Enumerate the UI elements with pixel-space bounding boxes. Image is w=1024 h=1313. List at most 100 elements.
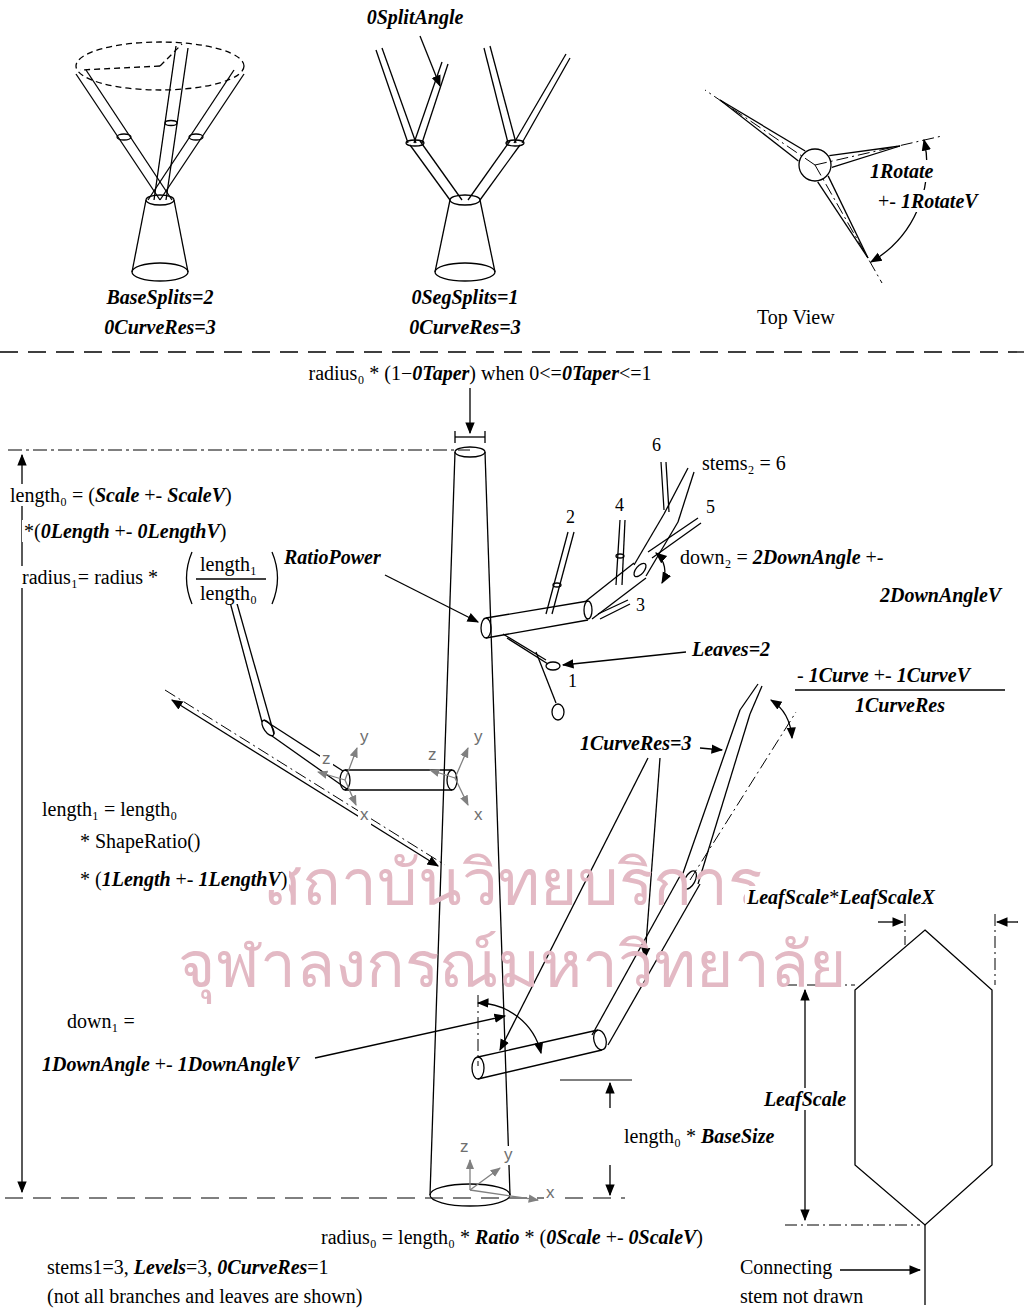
text-run: 5 bbox=[706, 497, 715, 517]
callout-number: 4 bbox=[613, 496, 626, 516]
parameter-name: Levels bbox=[134, 1256, 186, 1278]
formula-label: +- 1RotateV bbox=[876, 190, 980, 212]
parameter-label: 1CurveRes=3 bbox=[578, 732, 693, 754]
text-run: down₂ = bbox=[680, 546, 753, 568]
branch-level1-left bbox=[165, 600, 457, 866]
parameter-label: 1Rotate bbox=[868, 160, 935, 182]
parameter-name: 1RotateV bbox=[901, 190, 978, 212]
parameter-name: Ratio bbox=[475, 1226, 519, 1248]
parameter-name: BaseSplits=2 bbox=[107, 286, 214, 308]
text-run: =1 bbox=[307, 1256, 328, 1278]
parameter-name: 0SegSplits=1 bbox=[412, 286, 519, 308]
axis-arrows bbox=[470, 1160, 538, 1200]
text-run: Top View bbox=[757, 306, 835, 328]
formula-label: stems1=3, Levels=3, 0CurveRes=1 bbox=[45, 1256, 331, 1278]
text-run: *( bbox=[24, 520, 41, 542]
callout-number: 5 bbox=[704, 498, 717, 518]
text-run: +- bbox=[150, 1053, 178, 1075]
note-label: Connecting bbox=[738, 1256, 834, 1278]
formula-label: length₀ * BaseSize bbox=[622, 1125, 776, 1147]
parameter-name: ScaleV bbox=[167, 484, 225, 506]
parameter-name: 1Curve bbox=[809, 664, 869, 686]
parameter-name: 0CurveRes=3 bbox=[104, 316, 215, 338]
axis-label: z bbox=[320, 750, 333, 769]
text-run: สถาบันวิทยบริการ bbox=[263, 846, 762, 920]
text-run: z bbox=[322, 749, 331, 768]
text-run: ) bbox=[225, 484, 232, 506]
axis-label: y bbox=[502, 1146, 515, 1165]
axis-label: x bbox=[358, 806, 371, 825]
text-run: y bbox=[504, 1145, 513, 1164]
base-splits-figure bbox=[76, 42, 244, 281]
parameter-label: 1CurveRes bbox=[853, 694, 947, 716]
axis-label: z bbox=[458, 1138, 471, 1157]
parameter-name: 0Length bbox=[41, 520, 110, 542]
text-run: จุฬาลงกรณ์มหาวิทยาลัย bbox=[178, 928, 847, 1002]
parameter-label: Leaves=2 bbox=[690, 638, 772, 660]
parameter-name: 0Scale bbox=[546, 1226, 600, 1248]
callout-number: 6 bbox=[650, 436, 663, 456]
text-run: length₀ = ( bbox=[10, 484, 95, 506]
parameter-name: 1DownAngle bbox=[42, 1053, 150, 1075]
text-run: * ( bbox=[520, 1226, 547, 1248]
formula-label: down₂ = 2DownAngle +- bbox=[678, 546, 885, 568]
parameter-name: RatioPower bbox=[284, 546, 381, 568]
text-run: 6 bbox=[652, 435, 661, 455]
note-label: radius₁= radius * bbox=[20, 566, 160, 588]
note-label: * ShapeRatio() bbox=[78, 830, 203, 852]
text-run: y bbox=[474, 727, 483, 746]
trunk bbox=[430, 388, 510, 1206]
text-run: * ( bbox=[80, 868, 102, 890]
text-run: x bbox=[360, 805, 369, 824]
text-run: ) bbox=[281, 868, 288, 890]
text-run: stem not drawn bbox=[740, 1285, 863, 1307]
axis-label: z bbox=[426, 746, 439, 765]
text-run: down₁ = bbox=[67, 1010, 135, 1032]
parameter-name: BaseSize bbox=[701, 1125, 774, 1147]
formula-label: radius₀ * (1−0Taper) when 0<=0Taper<=1 bbox=[307, 362, 654, 384]
note-label: down₁ = bbox=[65, 1010, 137, 1032]
parameter-name: 1CurveRes=3 bbox=[580, 732, 691, 754]
parameter-name: Leaves=2 bbox=[692, 638, 770, 660]
text-run: 1 bbox=[568, 671, 577, 691]
text-run: <=1 bbox=[619, 362, 652, 384]
text-run: x bbox=[474, 805, 483, 824]
parameter-name: 0Taper bbox=[562, 362, 619, 384]
note-label: length₀ bbox=[198, 582, 259, 604]
text-run: =3, bbox=[186, 1256, 217, 1278]
note-label: length₁ = length₀ bbox=[40, 798, 179, 820]
parameter-label: 0CurveRes=3 bbox=[407, 316, 522, 338]
parameter-name: 1DownAngleV bbox=[178, 1053, 299, 1075]
separator-line bbox=[0, 351, 1024, 352]
note-label: length₁ bbox=[198, 553, 259, 575]
formula-label: LeafScale*LeafScaleX bbox=[745, 886, 937, 908]
branch-axes bbox=[318, 748, 468, 805]
text-run: radius₀ = length₀ * bbox=[321, 1226, 475, 1248]
parameter-label: LeafScale bbox=[762, 1088, 848, 1110]
parameter-name: 2DownAngle bbox=[753, 546, 861, 568]
text-run: length₀ * bbox=[624, 1125, 701, 1147]
parameter-name: LeafScale bbox=[764, 1088, 846, 1110]
axis-label: x bbox=[472, 806, 485, 825]
parameter-label: 0SegSplits=1 bbox=[410, 286, 521, 308]
text-run: stems₂ = 6 bbox=[702, 452, 786, 474]
length-dimension bbox=[5, 450, 625, 1198]
text-run: length₁ = length₀ bbox=[42, 798, 177, 820]
text-run: y bbox=[360, 727, 369, 746]
parameter-name: LeafScaleX bbox=[839, 886, 935, 908]
text-run: z bbox=[428, 745, 437, 764]
formula-label: 1DownAngle +- 1DownAngleV bbox=[40, 1053, 301, 1075]
parameter-name: LeafScale bbox=[747, 886, 829, 908]
parameter-label: 0SplitAngle bbox=[365, 6, 466, 28]
text-run: x bbox=[546, 1183, 555, 1202]
text-run: +- bbox=[139, 484, 167, 506]
axis-label: y bbox=[358, 728, 371, 747]
formula-label: * (1Length +- 1LengthV) bbox=[78, 868, 289, 890]
parameter-name: 0LengthV bbox=[138, 520, 220, 542]
text-run: radius₁= radius * bbox=[22, 566, 158, 588]
text-run: - bbox=[797, 664, 809, 686]
text-run: ) bbox=[220, 520, 227, 542]
parameter-label: 0CurveRes=3 bbox=[102, 316, 217, 338]
